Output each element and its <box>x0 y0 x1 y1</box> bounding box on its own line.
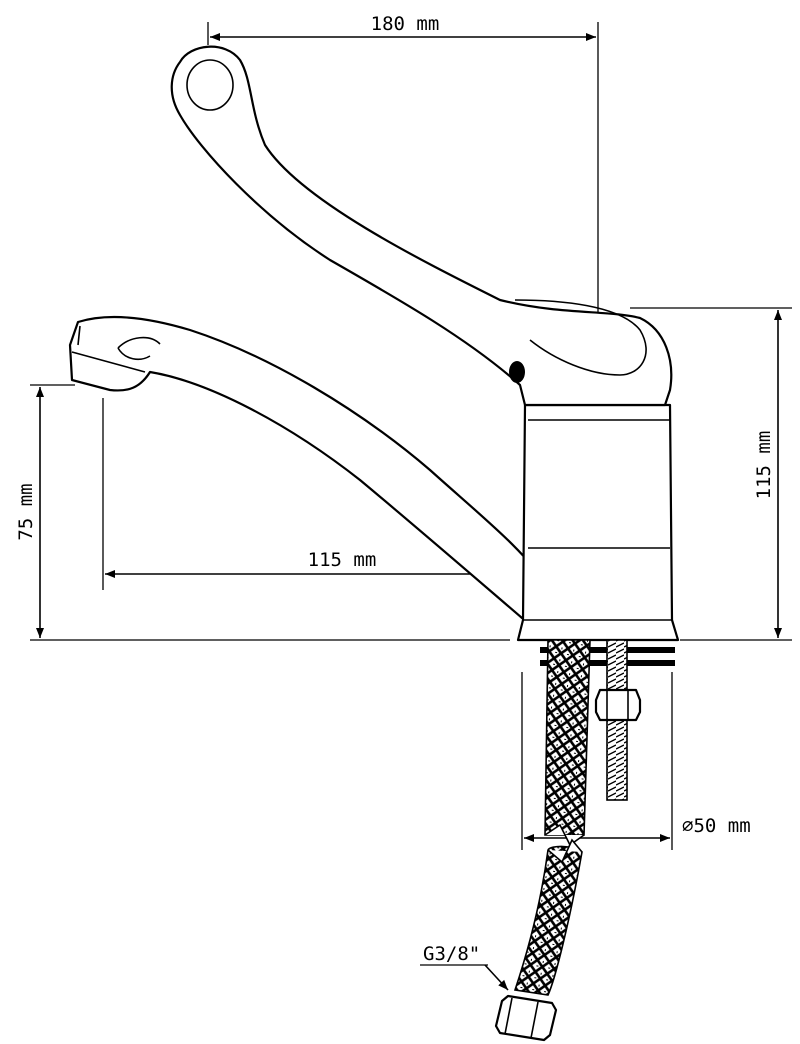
connection-thread-label: G3/8" <box>423 943 480 965</box>
lever-handle <box>170 45 673 407</box>
tap-height-label: 115 mm <box>753 431 775 500</box>
base-diameter-label: ⌀50 mm <box>682 815 751 837</box>
threaded-stud <box>594 639 642 801</box>
break-mark <box>544 823 585 847</box>
dimension-tap-height: 115 mm <box>630 307 792 641</box>
braided-hose <box>513 639 591 996</box>
hose-lower <box>513 845 583 996</box>
dimension-spout-height: 75 mm <box>15 384 510 641</box>
hose-fitting <box>494 994 558 1042</box>
spout-reach-label: 115 mm <box>308 549 377 571</box>
faucet-body <box>516 403 680 642</box>
lever-grip-hole <box>186 59 234 111</box>
lever-reach-label: 180 mm <box>371 13 440 35</box>
hex-nut <box>594 688 642 722</box>
pivot-screw <box>509 361 525 383</box>
leader-arrow <box>484 964 509 991</box>
dimension-base-diameter: ⌀50 mm <box>521 672 751 850</box>
thread-callout: G3/8" <box>420 943 509 991</box>
spout-height-label: 75 mm <box>15 483 37 540</box>
dimension-lever-reach: 180 mm <box>207 13 599 320</box>
spout <box>68 315 548 620</box>
